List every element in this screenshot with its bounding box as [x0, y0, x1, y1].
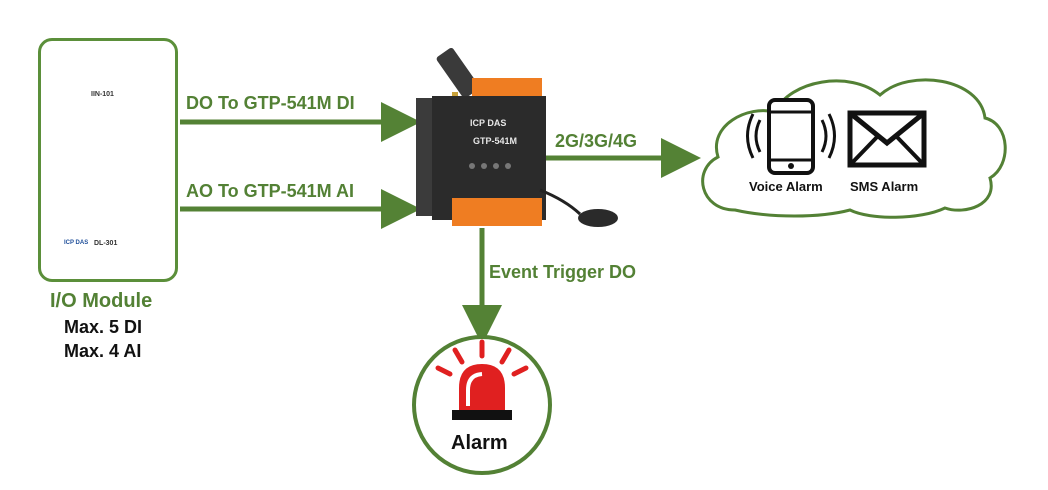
io-module-max-ai: Max. 4 AI [64, 341, 142, 361]
envelope-icon [847, 110, 927, 168]
controller-model-label: GTP-541M [473, 136, 518, 146]
controller-brand-label: ICP DAS [470, 118, 507, 128]
dio-device-label: IIN-101 [91, 91, 114, 98]
sms-alarm-label: SMS Alarm [850, 179, 919, 194]
event-trigger-label: Event Trigger DO [489, 262, 637, 282]
aio-brand-label: ICP DAS [64, 240, 89, 246]
alarm-label: Alarm [451, 432, 508, 454]
voice-alarm-label: Voice Alarm [749, 179, 823, 194]
io-module-max-di: Max. 5 DI [64, 317, 143, 337]
do-to-di-label: DO To GTP-541M DI [186, 93, 355, 113]
network-label: 2G/3G/4G [555, 131, 638, 151]
siren-icon [435, 339, 529, 420]
io-module-title: I/O Module [50, 290, 153, 312]
ao-to-ai-label: AO To GTP-541M AI [186, 181, 355, 201]
gtp-541m-controller [416, 47, 618, 227]
phone-icon [746, 98, 836, 175]
aio-device-label: DL-301 [94, 240, 118, 247]
io-module-box [38, 38, 178, 282]
